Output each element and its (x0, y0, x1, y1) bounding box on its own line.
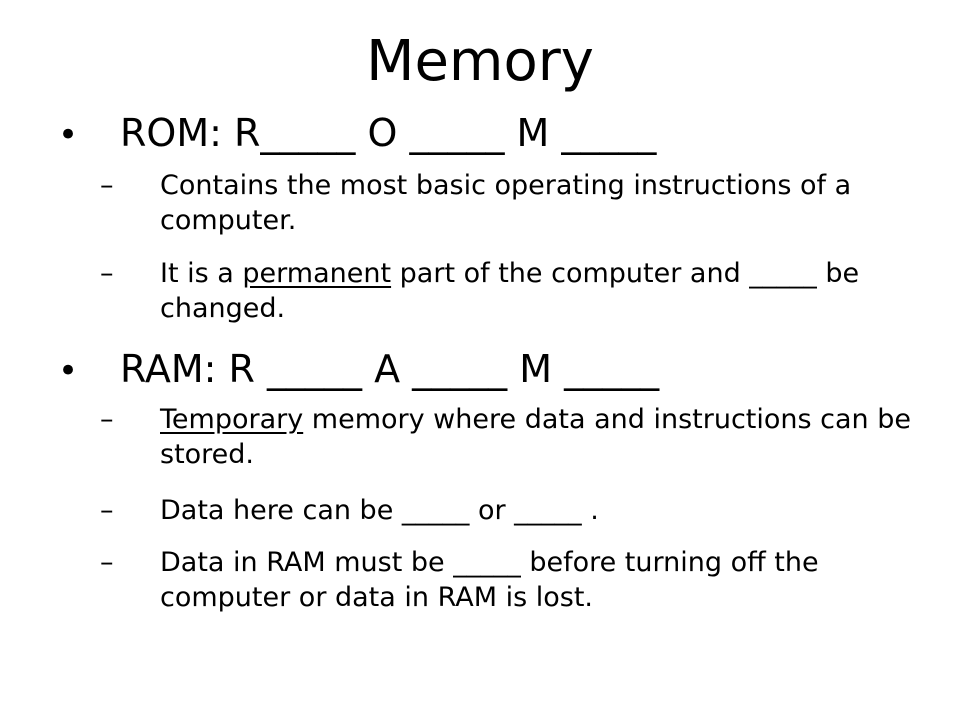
bullet-rom: • ROM: R_____ O _____ M _____ (58, 110, 656, 158)
ram-heading: RAM: R _____ A _____ M _____ (120, 347, 660, 391)
rom-point-2: – It is a permanent part of the computer… (100, 256, 920, 326)
dash-marker: – (100, 404, 114, 435)
ram-point-2: – Data here can be _____ or _____ . (100, 493, 920, 528)
rom-point-2-post: part of the computer and _____ be change… (160, 258, 860, 324)
dash-marker: – (100, 170, 114, 201)
slide-title: Memory (366, 29, 594, 94)
rom-point-2-underlined: permanent (242, 258, 392, 289)
dash-marker: – (100, 258, 114, 289)
bullet-marker: • (58, 351, 79, 391)
rom-heading: ROM: R_____ O _____ M _____ (120, 111, 657, 155)
ram-point-1-text: Temporary memory where data and instruct… (160, 402, 920, 472)
ram-point-2-text: Data here can be _____ or _____ . (160, 495, 599, 526)
ram-point-1-post: memory where data and instructions can b… (160, 404, 911, 470)
rom-point-2-text: It is a permanent part of the computer a… (160, 256, 920, 326)
bullet-ram: • RAM: R _____ A _____ M _____ (58, 346, 659, 394)
dash-marker: – (100, 547, 114, 578)
dash-marker: – (100, 495, 114, 526)
ram-point-1: – Temporary memory where data and instru… (100, 402, 920, 472)
ram-point-3: – Data in RAM must be _____ before turni… (100, 545, 920, 615)
rom-point-2-pre: It is a (160, 258, 243, 289)
bullet-marker: • (58, 115, 79, 155)
rom-point-1: – Contains the most basic operating inst… (100, 168, 920, 238)
ram-point-3-text: Data in RAM must be _____ before turning… (160, 547, 819, 613)
rom-point-1-text: Contains the most basic operating instru… (160, 170, 852, 236)
ram-point-1-underlined: Temporary (160, 404, 304, 435)
